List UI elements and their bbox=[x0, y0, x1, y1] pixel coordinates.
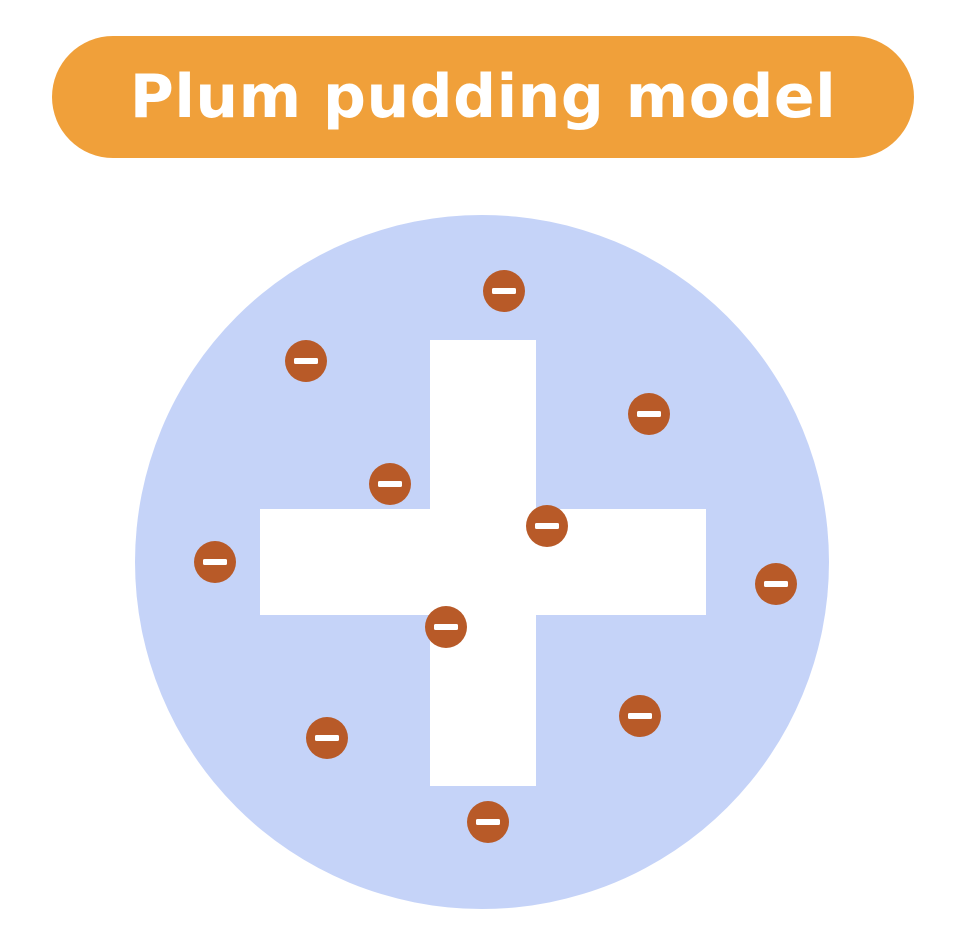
electron bbox=[306, 717, 348, 759]
title-banner: Plum pudding model bbox=[52, 36, 914, 158]
minus-sign-icon bbox=[492, 288, 516, 294]
electron bbox=[285, 340, 327, 382]
electrons-group bbox=[194, 270, 797, 843]
minus-sign-icon bbox=[315, 735, 339, 741]
electron bbox=[194, 541, 236, 583]
electron bbox=[755, 563, 797, 605]
minus-sign-icon bbox=[294, 358, 318, 364]
electron bbox=[425, 606, 467, 648]
minus-sign-icon bbox=[203, 559, 227, 565]
plus-horizontal-bar bbox=[260, 509, 706, 615]
minus-sign-icon bbox=[434, 624, 458, 630]
minus-sign-icon bbox=[628, 713, 652, 719]
minus-sign-icon bbox=[476, 819, 500, 825]
electron bbox=[369, 463, 411, 505]
positive-charge-plus bbox=[260, 340, 706, 786]
diagram-title: Plum pudding model bbox=[129, 62, 837, 132]
minus-sign-icon bbox=[535, 523, 559, 529]
electron bbox=[483, 270, 525, 312]
electron bbox=[467, 801, 509, 843]
minus-sign-icon bbox=[637, 411, 661, 417]
electron bbox=[628, 393, 670, 435]
electron bbox=[526, 505, 568, 547]
minus-sign-icon bbox=[378, 481, 402, 487]
minus-sign-icon bbox=[764, 581, 788, 587]
electron bbox=[619, 695, 661, 737]
